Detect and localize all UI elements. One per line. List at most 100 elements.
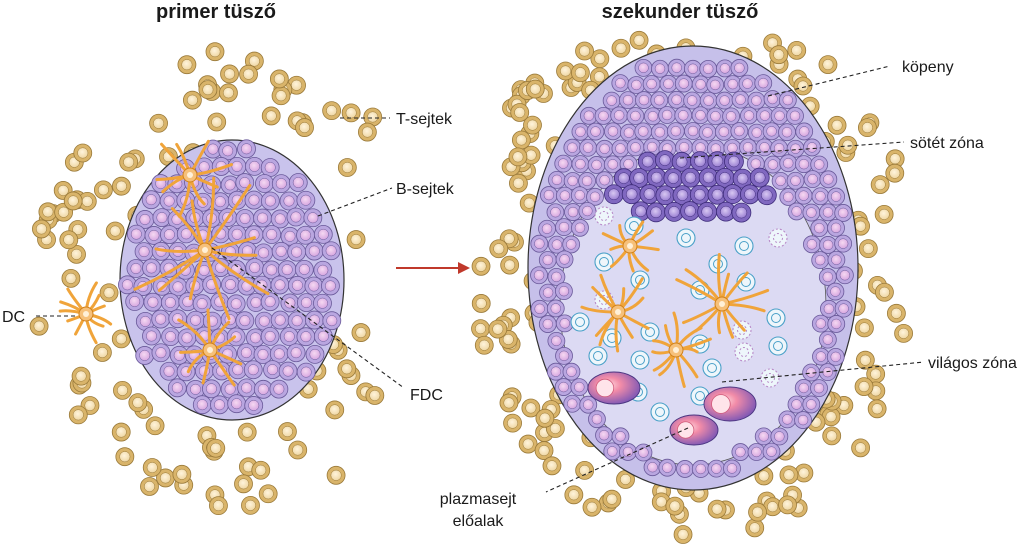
t-cell: [237, 422, 257, 442]
t-cell: [787, 40, 807, 60]
dark-zone-b-cell: [663, 168, 684, 189]
mantle-b-cell: [827, 187, 846, 206]
mantle-b-cell: [530, 299, 549, 318]
t-cell: [575, 41, 594, 61]
b-cell: [252, 275, 272, 295]
dark-zone-b-cell: [655, 150, 675, 171]
mantle-b-cell: [602, 91, 621, 110]
mantle-label: köpeny: [902, 59, 954, 76]
mantle-b-cell: [676, 460, 694, 478]
t-cell: [499, 229, 519, 249]
t-cell: [337, 158, 357, 177]
mantle-b-cell: [554, 154, 573, 173]
mantle-b-cell: [586, 122, 605, 141]
mantle-b-cell: [555, 346, 573, 365]
mantle-b-cell: [818, 330, 837, 349]
mantle-b-cell: [715, 91, 734, 110]
t-cell: [471, 294, 491, 313]
b-cell: [142, 258, 161, 278]
b-cell: [218, 141, 238, 161]
mantle-b-cell: [658, 458, 677, 477]
mantle-b-cell: [539, 283, 557, 302]
mantle-b-cell: [659, 74, 678, 93]
b-cell: [237, 139, 256, 159]
plasma-precursor: [669, 414, 719, 446]
t-cell: [870, 175, 890, 194]
b-cell: [303, 208, 323, 228]
mantle-b-cell: [771, 171, 790, 190]
t-cell: [239, 64, 258, 84]
dendritic-cell: [58, 281, 113, 345]
t-cell: [745, 518, 765, 538]
t-cell: [510, 103, 530, 122]
t-cell: [474, 335, 494, 355]
b-cell: [235, 311, 255, 331]
dark-zone-b-cell: [613, 168, 634, 189]
t-cell: [326, 465, 346, 485]
mantle-b-cell: [699, 91, 718, 110]
b-cell: [246, 328, 265, 348]
mantle-b-cell: [579, 138, 597, 157]
b-cell: [221, 275, 240, 294]
b-cell: [288, 173, 308, 192]
mantle-b-cell: [803, 235, 821, 254]
mantle-b-cell: [834, 234, 853, 253]
mantle-b-cell: [794, 411, 812, 429]
b-cell: [286, 207, 306, 227]
mantle-b-cell: [802, 395, 821, 414]
t-cell: [508, 147, 528, 167]
t-cell: [73, 143, 93, 163]
t-cell: [351, 323, 371, 342]
mantle-b-cell: [666, 122, 685, 141]
mantle-b-cell: [675, 138, 693, 157]
b-cell: [254, 243, 273, 263]
b-cell: [296, 190, 316, 210]
fdc-cell: [133, 176, 270, 321]
mantle-b-cell: [683, 59, 702, 78]
t-cell: [858, 239, 878, 259]
mantle-b-cell: [812, 347, 830, 366]
b-cell: [296, 225, 315, 245]
t-cell: [295, 118, 314, 137]
t-cell: [105, 221, 125, 241]
t-cell: [269, 69, 289, 89]
b-cell: [167, 378, 187, 398]
dark-zone-b-cell: [740, 184, 760, 205]
centrocyte: [676, 228, 696, 248]
dark-zone-b-cell: [722, 184, 743, 204]
b-cell: [236, 343, 256, 363]
t-cell: [271, 86, 291, 106]
t-cell: [542, 456, 562, 476]
mantle-b-cell: [738, 74, 757, 93]
b-cell: [254, 311, 274, 331]
b-cell: [220, 175, 240, 195]
b-cell: [270, 275, 290, 295]
mantle-b-cell: [787, 395, 806, 414]
mantle-b-cell: [827, 218, 845, 237]
mantle-b-cell: [731, 90, 750, 109]
t-cell: [707, 499, 727, 519]
t-cell: [288, 440, 308, 460]
b-cell: [192, 395, 212, 415]
b-cells-label: B-sejtek: [396, 181, 455, 198]
mantle-b-cell: [579, 106, 598, 125]
t-cell: [278, 422, 297, 441]
b-cell: [286, 343, 306, 363]
b-cell: [260, 191, 280, 211]
mantle-b-cell: [546, 299, 565, 318]
dark-zone-b-cell: [732, 168, 753, 189]
t-cell: [602, 489, 622, 509]
dark-zone-b-cell: [707, 151, 728, 172]
mantle-b-cell: [538, 251, 557, 269]
mantle-b-cell: [667, 90, 686, 109]
mantle-b-cell: [555, 250, 574, 269]
mantle-b-cell: [626, 138, 645, 157]
mantle-b-cell: [819, 203, 837, 222]
b-cell: [118, 275, 137, 295]
t-cell: [61, 268, 81, 288]
mantle-b-cell: [674, 74, 693, 93]
mantle-b-cell: [634, 443, 653, 462]
t-cell: [629, 30, 649, 50]
t-cell: [611, 38, 631, 58]
t-cell: [32, 219, 51, 239]
